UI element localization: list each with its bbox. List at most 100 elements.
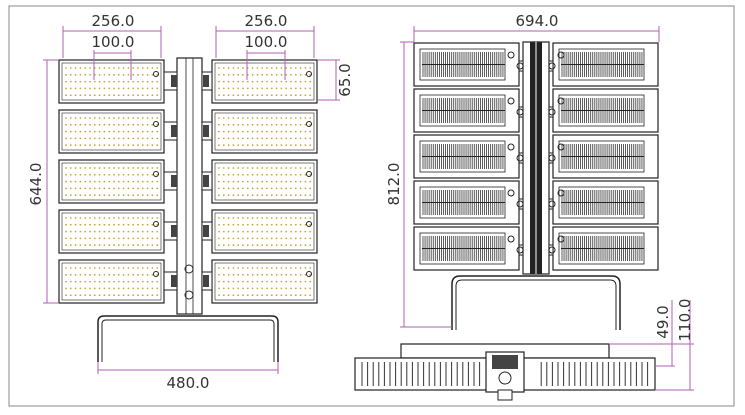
led-dot xyxy=(304,194,307,197)
led-dot xyxy=(232,137,235,140)
led-dot xyxy=(242,73,244,76)
led-dot xyxy=(113,167,115,169)
led-dot xyxy=(218,180,220,183)
panel-screw xyxy=(153,221,159,227)
led-dot xyxy=(275,194,278,197)
u-bracket xyxy=(97,315,279,362)
led-dot xyxy=(103,217,106,219)
led-dot xyxy=(113,180,115,183)
led-dot xyxy=(127,187,130,190)
led-dot xyxy=(294,237,297,240)
led-dot xyxy=(108,187,111,190)
led-dot xyxy=(113,117,115,119)
led-dot xyxy=(98,80,101,83)
led-dot xyxy=(309,87,312,90)
led-dot xyxy=(232,294,235,297)
led-dot xyxy=(242,187,244,190)
led-dot xyxy=(151,280,154,283)
led-dot xyxy=(89,73,91,76)
led-dot xyxy=(84,67,87,69)
led-dot xyxy=(270,194,273,197)
led-dot xyxy=(151,194,154,197)
led-dot xyxy=(89,117,91,119)
led-dot xyxy=(294,173,297,176)
led-dot xyxy=(117,217,120,219)
led-dot xyxy=(232,73,235,76)
led-dot xyxy=(132,94,135,97)
bracket-clamp xyxy=(171,125,177,137)
led-dot xyxy=(266,267,268,269)
led-dot xyxy=(232,173,235,176)
led-dot xyxy=(232,130,235,133)
led-dot xyxy=(285,137,288,140)
led-dot xyxy=(141,117,144,119)
heatsink-panel xyxy=(413,134,520,179)
led-dot xyxy=(65,187,67,190)
led-dot xyxy=(256,280,259,283)
led-dot xyxy=(146,67,149,69)
led-dot xyxy=(266,87,268,90)
panel-inner xyxy=(61,112,162,151)
led-dot xyxy=(146,244,149,247)
led-dot xyxy=(69,294,72,297)
led-dot xyxy=(280,87,283,90)
heatsink-screw xyxy=(557,235,565,243)
led-dot xyxy=(218,73,220,76)
led-dot xyxy=(251,80,254,83)
led-dot xyxy=(122,123,125,126)
led-dot xyxy=(79,223,82,226)
led-dot xyxy=(103,173,106,176)
led-dot xyxy=(84,187,87,190)
led-dot xyxy=(93,217,96,219)
led-dot xyxy=(246,294,249,297)
led-dot xyxy=(137,144,139,147)
led-dot xyxy=(251,180,254,183)
column-joint xyxy=(184,290,194,300)
led-dot xyxy=(227,287,230,290)
led-dot xyxy=(304,117,307,119)
led-dot xyxy=(156,217,159,219)
heatsink-panel xyxy=(413,226,520,271)
led-dot xyxy=(304,237,307,240)
led-dot xyxy=(103,87,106,90)
led-dot xyxy=(242,223,244,226)
led-dot xyxy=(141,267,144,269)
led-dot xyxy=(275,187,278,190)
led-dot xyxy=(246,273,249,276)
led-dot xyxy=(141,223,144,226)
led-dot xyxy=(108,244,111,247)
led-dot xyxy=(280,223,283,226)
led-dot xyxy=(261,73,264,76)
led-dot xyxy=(246,267,249,269)
led-dot xyxy=(299,117,302,119)
led-dot xyxy=(122,280,125,283)
led-dot xyxy=(93,94,96,97)
led-dot xyxy=(98,223,101,226)
led-dot xyxy=(93,130,96,133)
led-dot xyxy=(285,87,288,90)
led-dot xyxy=(122,230,125,233)
led-dot xyxy=(74,280,77,283)
led-dot xyxy=(74,67,77,69)
led-dot xyxy=(98,194,101,197)
led-dot xyxy=(141,294,144,297)
led-dot xyxy=(309,67,312,69)
led-dot xyxy=(256,94,259,97)
led-dot xyxy=(294,217,297,219)
led-dot xyxy=(84,230,87,233)
led-dot xyxy=(266,94,268,97)
led-dot xyxy=(65,280,67,283)
led-dot xyxy=(69,223,72,226)
led-dot xyxy=(227,187,230,190)
led-dot xyxy=(98,117,101,119)
led-dot xyxy=(103,194,106,197)
led-dot xyxy=(266,237,268,240)
led-dot xyxy=(246,137,249,140)
led-dot xyxy=(127,237,130,240)
led-dot xyxy=(146,94,149,97)
led-dot xyxy=(285,230,288,233)
led-dot xyxy=(141,217,144,219)
led-dot xyxy=(227,230,230,233)
led-dot xyxy=(285,273,288,276)
led-dot xyxy=(275,94,278,97)
